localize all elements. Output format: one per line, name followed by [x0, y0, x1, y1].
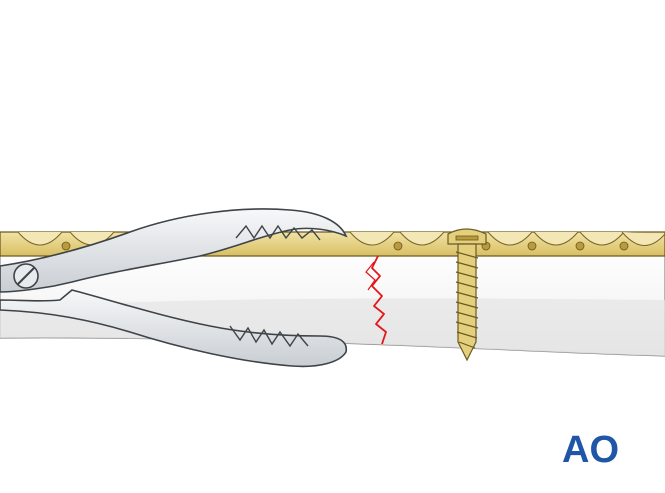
ao-logo-text: AO	[562, 429, 619, 471]
forceps-icon	[0, 208, 348, 368]
screw-icon	[447, 228, 487, 362]
ao-logo-icon: AO	[562, 429, 619, 471]
fracture-line-icon	[365, 255, 387, 345]
